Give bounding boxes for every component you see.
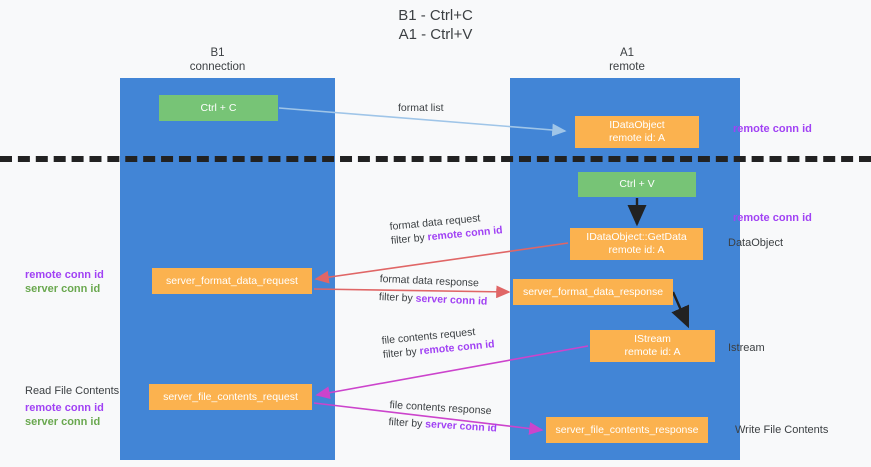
- annotation-read-file-contents: Read File Contents: [25, 385, 120, 397]
- node-getdata-label: IDataObject::GetData: [586, 231, 687, 243]
- edge-format-data-request: [314, 242, 569, 284]
- edge-label-file-contents-response: file contents response filter by server …: [388, 398, 498, 436]
- annotation-group-file-contents: remote conn id server conn id: [25, 401, 104, 429]
- column-header-a1-role: remote: [609, 60, 645, 73]
- annotation-server-conn-id: server conn id: [25, 416, 101, 428]
- edge-label-format-data-response: format data response filter by server co…: [379, 272, 489, 309]
- annotation-write-file-contents: Write File Contents: [735, 424, 829, 436]
- annotation-remote-conn-id: remote conn id: [25, 402, 104, 414]
- node-server-format-data-response[interactable]: server_format_data_response: [513, 279, 673, 305]
- annotation-dataobject: DataObject: [728, 237, 784, 249]
- edge-file-contents-request: [315, 345, 589, 400]
- title-line-2: A1 - Ctrl+V: [398, 26, 473, 43]
- edge-label-format-list-text: format list: [398, 102, 444, 114]
- node-ctrl-c[interactable]: Ctrl + C: [159, 95, 278, 121]
- node-server-format-data-request-label: server_format_data_request: [166, 274, 298, 287]
- column-header-a1-name: A1: [619, 47, 635, 59]
- filter-key-server-conn-id: server conn id: [415, 292, 488, 308]
- node-server-file-contents-response-label: server_file_contents_response: [555, 423, 699, 436]
- node-istream[interactable]: IStream remote id: A: [590, 330, 715, 362]
- column-header-b1: B1 connection: [150, 47, 285, 74]
- node-server-format-data-request[interactable]: server_format_data_request: [152, 268, 312, 294]
- node-idataobject-label: IDataObject: [609, 119, 665, 131]
- annotation-remote-conn-id: remote conn id: [25, 269, 104, 281]
- node-ctrl-c-label: Ctrl + C: [200, 101, 237, 114]
- column-header-b1-name: B1: [210, 47, 225, 59]
- node-getdata[interactable]: IDataObject::GetData remote id: A: [570, 228, 703, 260]
- node-ctrl-v-label: Ctrl + V: [619, 178, 655, 190]
- edge-format-data-response: [313, 285, 511, 299]
- node-istream-sublabel: remote id: A: [624, 346, 681, 358]
- page-title: B1 - Ctrl+C A1 - Ctrl+V: [0, 6, 871, 44]
- node-server-format-data-response-label: server_format_data_response: [522, 285, 664, 298]
- edge-response-to-istream: [671, 291, 690, 329]
- node-server-file-contents-request-label: server_file_contents_request: [163, 390, 298, 403]
- node-getdata-sublabel: remote id: A: [608, 244, 665, 256]
- edge-format-list: [278, 107, 567, 137]
- column-header-a1: A1 remote: [552, 47, 702, 74]
- filter-prefix: filter by: [382, 345, 421, 361]
- node-idataobject[interactable]: IDataObject remote id: A: [575, 116, 699, 148]
- edge-label-format-list: format list: [398, 101, 444, 115]
- annotation-server-conn-id: server conn id: [25, 283, 101, 295]
- filter-prefix: filter by: [390, 231, 429, 247]
- filter-prefix: filter by: [378, 290, 416, 305]
- node-server-file-contents-request[interactable]: server_file_contents_request: [149, 384, 312, 410]
- annotation-istream: Istream: [728, 342, 765, 354]
- node-server-file-contents-response[interactable]: server_file_contents_response: [546, 417, 708, 443]
- node-idataobject-sublabel: remote id: A: [608, 132, 666, 144]
- edge-file-contents-response: [313, 402, 544, 435]
- annotation-remote-conn-id-top: remote conn id: [733, 123, 812, 135]
- node-istream-label: IStream: [634, 333, 671, 345]
- node-ctrl-v[interactable]: Ctrl + V: [578, 172, 696, 197]
- annotation-group-format: remote conn id server conn id: [25, 268, 104, 296]
- phase-divider: [0, 156, 871, 162]
- filter-prefix: filter by: [388, 415, 426, 431]
- annotation-remote-conn-id-mid: remote conn id: [733, 212, 812, 224]
- title-line-1: B1 - Ctrl+C: [398, 7, 473, 24]
- column-header-b1-role: connection: [189, 60, 246, 73]
